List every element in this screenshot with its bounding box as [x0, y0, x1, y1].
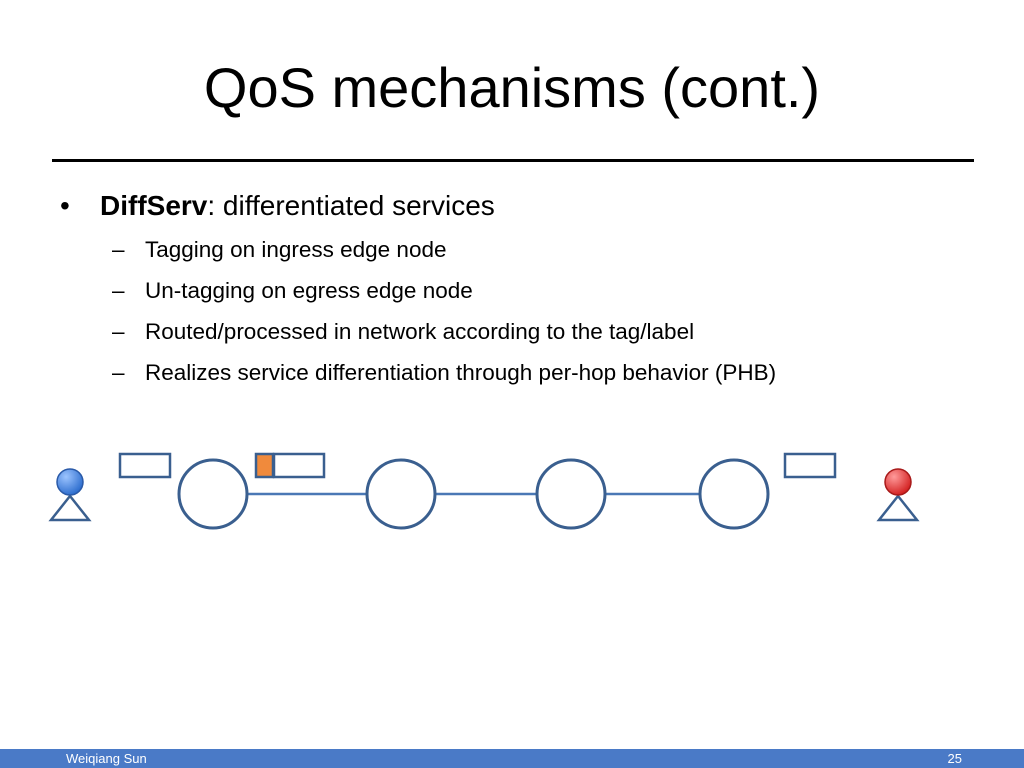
ingress-edge-node	[177, 458, 249, 530]
destination-host-body	[876, 493, 920, 522]
sub-bullet-3: –Routed/processed in network according t…	[112, 317, 694, 347]
sub-bullet-text: Routed/processed in network according to…	[145, 319, 695, 344]
page-number: 25	[947, 751, 962, 766]
destination-host-head	[884, 468, 912, 496]
bullet-rest: : differentiated services	[207, 190, 495, 221]
footer-author: Weiqiang Sun	[66, 751, 147, 766]
sub-bullet-2: –Un-tagging on egress edge node	[112, 276, 473, 306]
packet-untagged-ingress	[118, 452, 172, 479]
sub-bullet-text: Realizes service differentiation through…	[145, 360, 777, 385]
source-host-head	[56, 468, 84, 496]
packet-tag	[254, 452, 275, 479]
core-node-1	[365, 458, 437, 530]
egress-edge-node	[698, 458, 770, 530]
title-divider	[52, 159, 974, 162]
slide-title: QoS mechanisms (cont.)	[203, 56, 821, 119]
sub-bullet-marker: –	[112, 319, 125, 344]
sub-bullet-marker: –	[112, 360, 125, 385]
bullet-diffserv: • DiffServ: differentiated services	[60, 186, 495, 226]
sub-bullet-marker: –	[112, 278, 125, 303]
sub-bullet-text: Un-tagging on egress edge node	[145, 278, 473, 303]
packet-untagged-egress	[783, 452, 837, 479]
packet-tagged	[272, 452, 326, 479]
sub-bullet-1: –Tagging on ingress edge node	[112, 235, 447, 265]
footer-bar: Weiqiang Sun 25	[0, 749, 1024, 768]
source-host-body	[48, 493, 92, 522]
bullet-term: DiffServ	[100, 190, 208, 221]
bullet-marker: •	[60, 190, 70, 221]
sub-bullet-marker: –	[112, 237, 125, 262]
sub-bullet-4: –Realizes service differentiation throug…	[112, 358, 776, 388]
diffserv-network-diagram	[48, 452, 920, 530]
core-node-2	[535, 458, 607, 530]
sub-bullet-text: Tagging on ingress edge node	[145, 237, 447, 262]
